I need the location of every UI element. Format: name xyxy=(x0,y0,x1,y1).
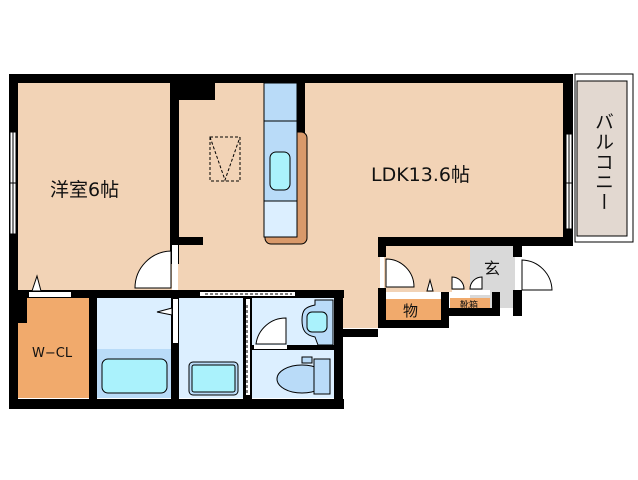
entrance-door-icon xyxy=(521,259,553,291)
toilet-door-icon xyxy=(255,317,287,345)
closet-door-icon xyxy=(31,274,42,292)
ldk-floor xyxy=(178,82,570,237)
hall-door-icon xyxy=(385,258,415,288)
washroom-door-icon xyxy=(156,307,173,316)
windows xyxy=(9,131,573,235)
sink-icon xyxy=(269,151,291,191)
balcony-label: バルコニー xyxy=(592,112,614,212)
hand-sink-bowl-icon xyxy=(306,311,328,333)
closet-notch xyxy=(17,298,27,323)
storage-floor xyxy=(386,299,441,321)
hall-bottom-floor xyxy=(340,292,378,328)
bathtub-icon xyxy=(101,358,168,394)
balcony-floor xyxy=(576,80,628,237)
ldk-label: LDK13.6帖 xyxy=(371,164,470,186)
doors xyxy=(31,250,553,345)
storage-door-icon xyxy=(426,278,434,292)
refrigerator-space-icon xyxy=(209,136,241,182)
walk-in-closet-label: W−CL xyxy=(32,346,73,361)
toilet-icon xyxy=(276,356,331,395)
shoebox-door-right-icon xyxy=(469,276,483,290)
washbasin-inner-icon xyxy=(191,364,236,393)
western-room-floor xyxy=(17,82,172,292)
shoebox-floor xyxy=(450,298,490,309)
kitchen-counter xyxy=(263,82,308,245)
western-room-label: 洋室6帖 xyxy=(50,179,120,201)
shoebox-label: 靴箱 xyxy=(460,301,479,311)
room-floors xyxy=(17,82,570,398)
shoebox-door-left-icon xyxy=(451,276,465,290)
storage-label: 物 xyxy=(403,302,419,320)
entrance-label: 玄 xyxy=(484,259,501,278)
western-room-door-icon xyxy=(134,250,172,289)
closet-floor xyxy=(17,298,89,398)
